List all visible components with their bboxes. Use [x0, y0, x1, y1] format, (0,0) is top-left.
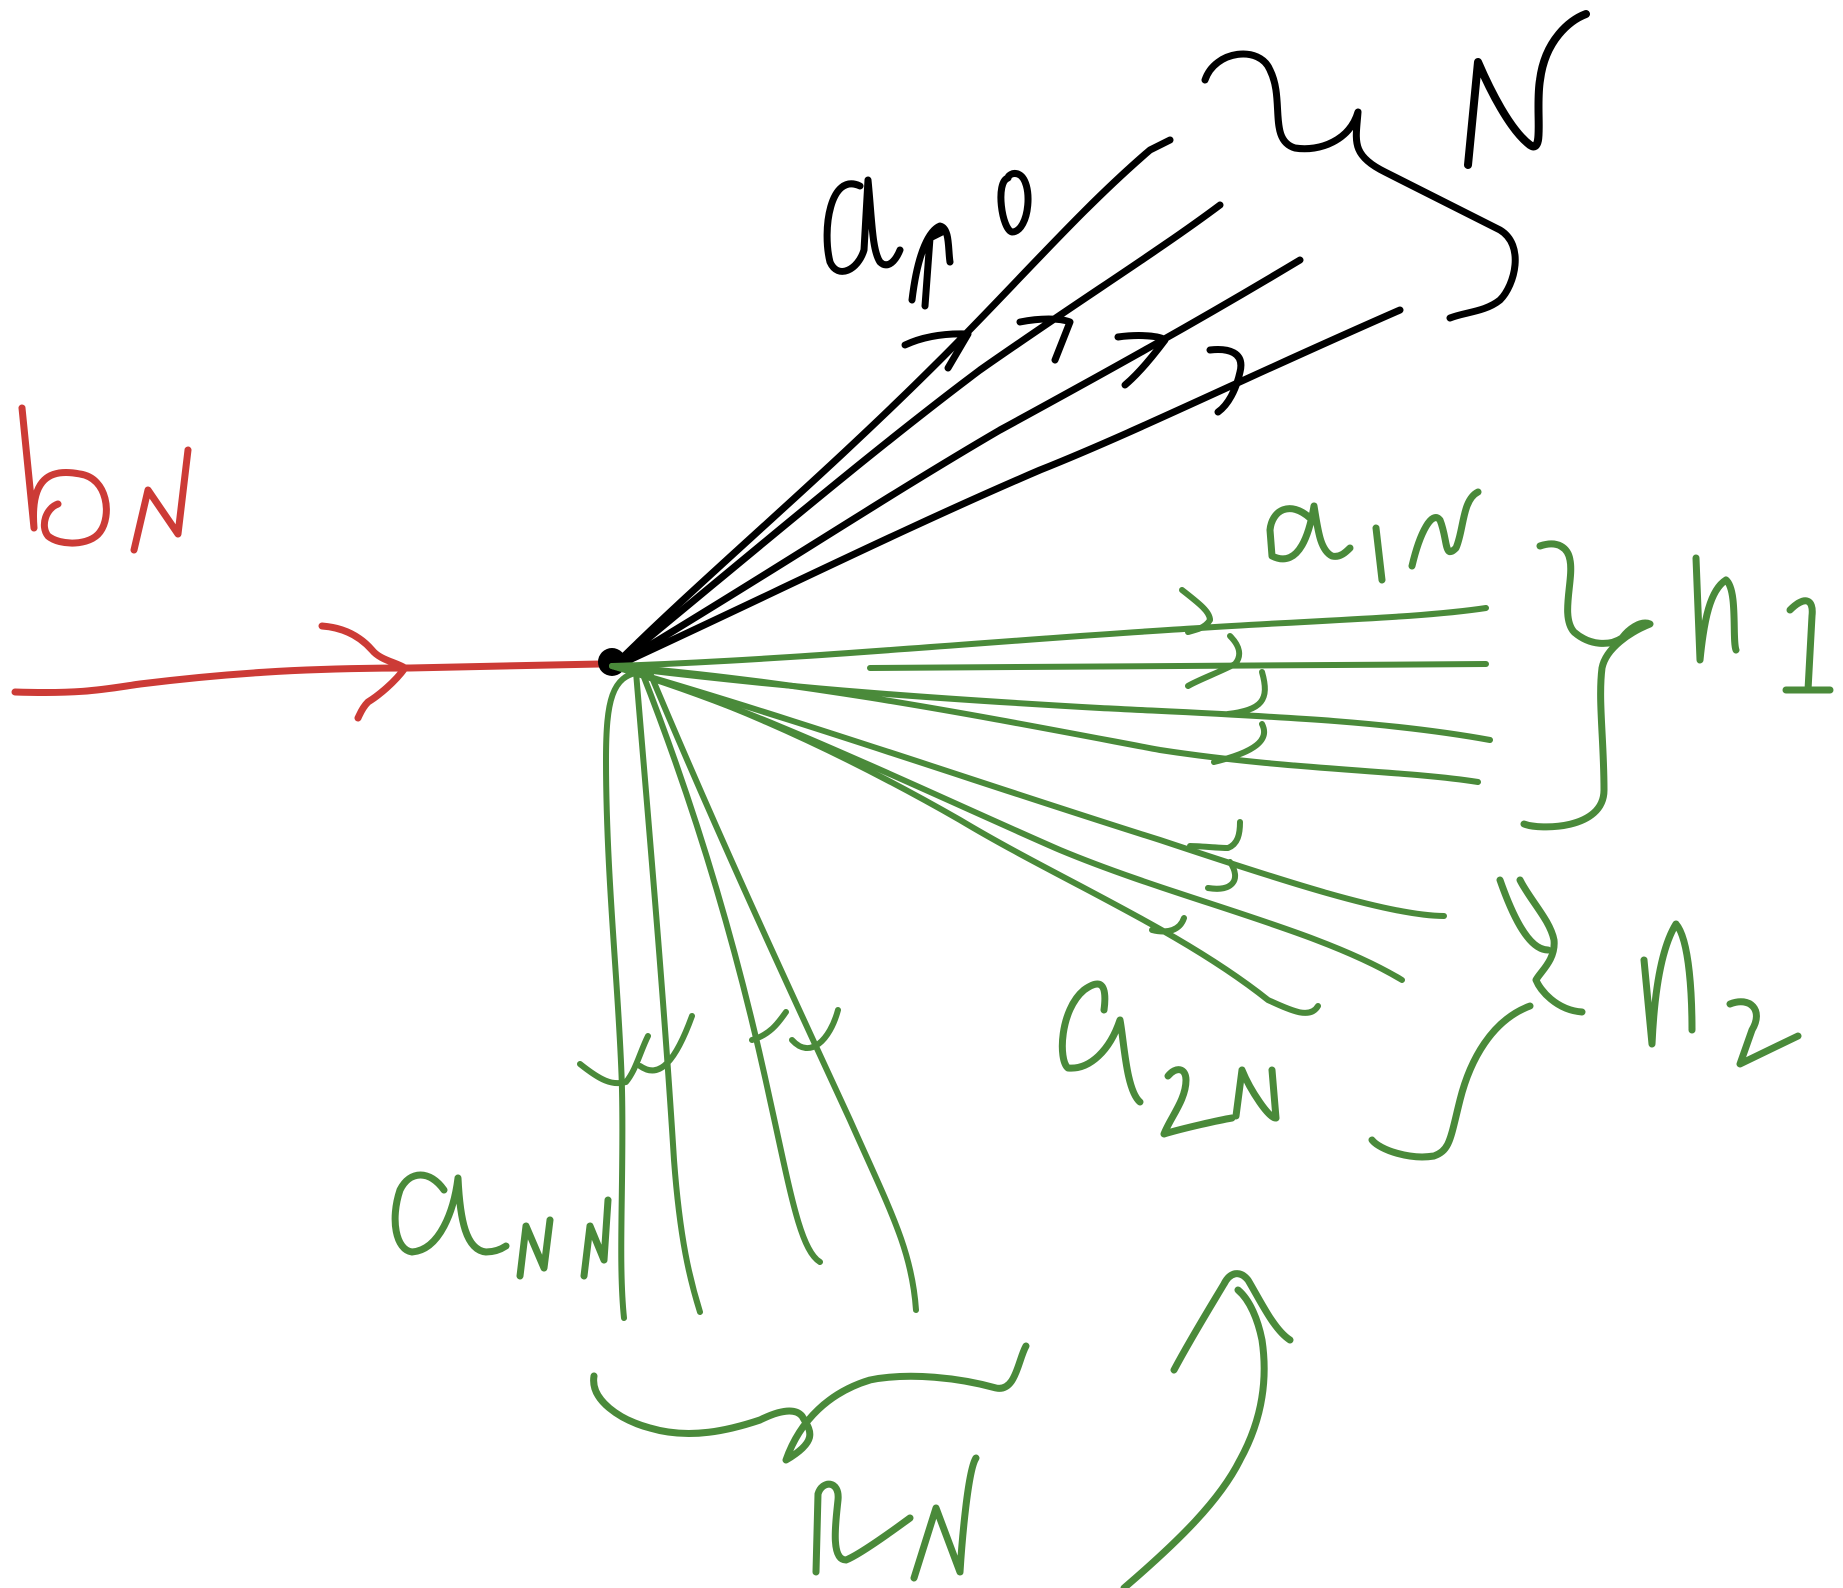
green-line-Nc — [639, 669, 823, 1265]
green-line-Na — [603, 669, 643, 1321]
label-nN — [812, 1454, 980, 1582]
black-line-group — [598, 10, 1590, 676]
green-line-Nd — [645, 665, 919, 1313]
green-line-group-2 — [609, 663, 1802, 1161]
black-line-2 — [608, 201, 1224, 672]
incoming-line-b — [11, 404, 616, 722]
label-a1N-glyph — [1266, 502, 1354, 563]
green-brace-icon-N — [590, 1342, 1030, 1464]
green-arrow-icon-2c — [1149, 915, 1187, 935]
label-aNN-subscript — [516, 1196, 612, 1280]
green-arrow-icon-2a — [1187, 819, 1243, 851]
label-n2 — [1640, 920, 1802, 1068]
black-brace-icon — [1201, 50, 1519, 322]
green-arrow-icon-Nd — [789, 1007, 841, 1051]
green-arrow-icon-Na — [577, 1033, 651, 1087]
green-arrow-icon-Nc — [749, 1009, 789, 1043]
black-arrow-icon-1 — [901, 330, 972, 372]
green-line-1a — [609, 605, 1489, 669]
green-arrow-icon-1b — [1185, 633, 1243, 689]
green-arrow-icon-Nb — [637, 1013, 695, 1074]
label-N — [1464, 10, 1590, 169]
black-line-3 — [608, 256, 1304, 672]
curved-up-arrow-icon — [1120, 1286, 1268, 1588]
label-b-glyph — [18, 404, 110, 547]
green-arrow-icon-2b — [1205, 859, 1238, 892]
green-arrow-icon-1d — [1211, 721, 1267, 765]
black-arrow-icon-2 — [1016, 315, 1074, 364]
black-line-4 — [608, 306, 1404, 672]
green-brace-icon-2 — [1368, 876, 1586, 1161]
label-n1 — [1692, 554, 1834, 694]
incoming-line — [11, 660, 616, 697]
green-line-2c — [609, 663, 1321, 1016]
label-b-subscript-N — [130, 446, 192, 554]
label-a2N-glyph — [1058, 980, 1144, 1106]
label-a1N-subscript — [1372, 488, 1482, 584]
black-arrow-icon-4 — [1206, 346, 1245, 416]
green-line-group-1 — [609, 488, 1834, 831]
green-arrow-icon-1a — [1179, 587, 1213, 635]
label-aN0-subscript — [908, 222, 954, 310]
green-line-group-N — [391, 665, 1294, 1588]
label-aNN-glyph — [391, 1171, 510, 1256]
green-line-2a — [609, 663, 1447, 919]
green-line-1d — [609, 663, 1481, 785]
green-line-Nb — [633, 669, 703, 1315]
green-arrow-icon-1c — [1225, 669, 1268, 717]
green-line-1b — [867, 661, 1489, 671]
black-line-1 — [608, 136, 1174, 672]
black-arrow-icon-3 — [1114, 332, 1169, 389]
curved-up-arrowhead-icon — [1170, 1270, 1294, 1374]
label-a2N-subscript — [1160, 1066, 1280, 1138]
green-brace-icon-1 — [1520, 540, 1654, 831]
label-aN0-zero — [997, 170, 1032, 236]
label-aN0-glyph — [823, 176, 904, 275]
incoming-arrow-icon — [318, 622, 409, 722]
